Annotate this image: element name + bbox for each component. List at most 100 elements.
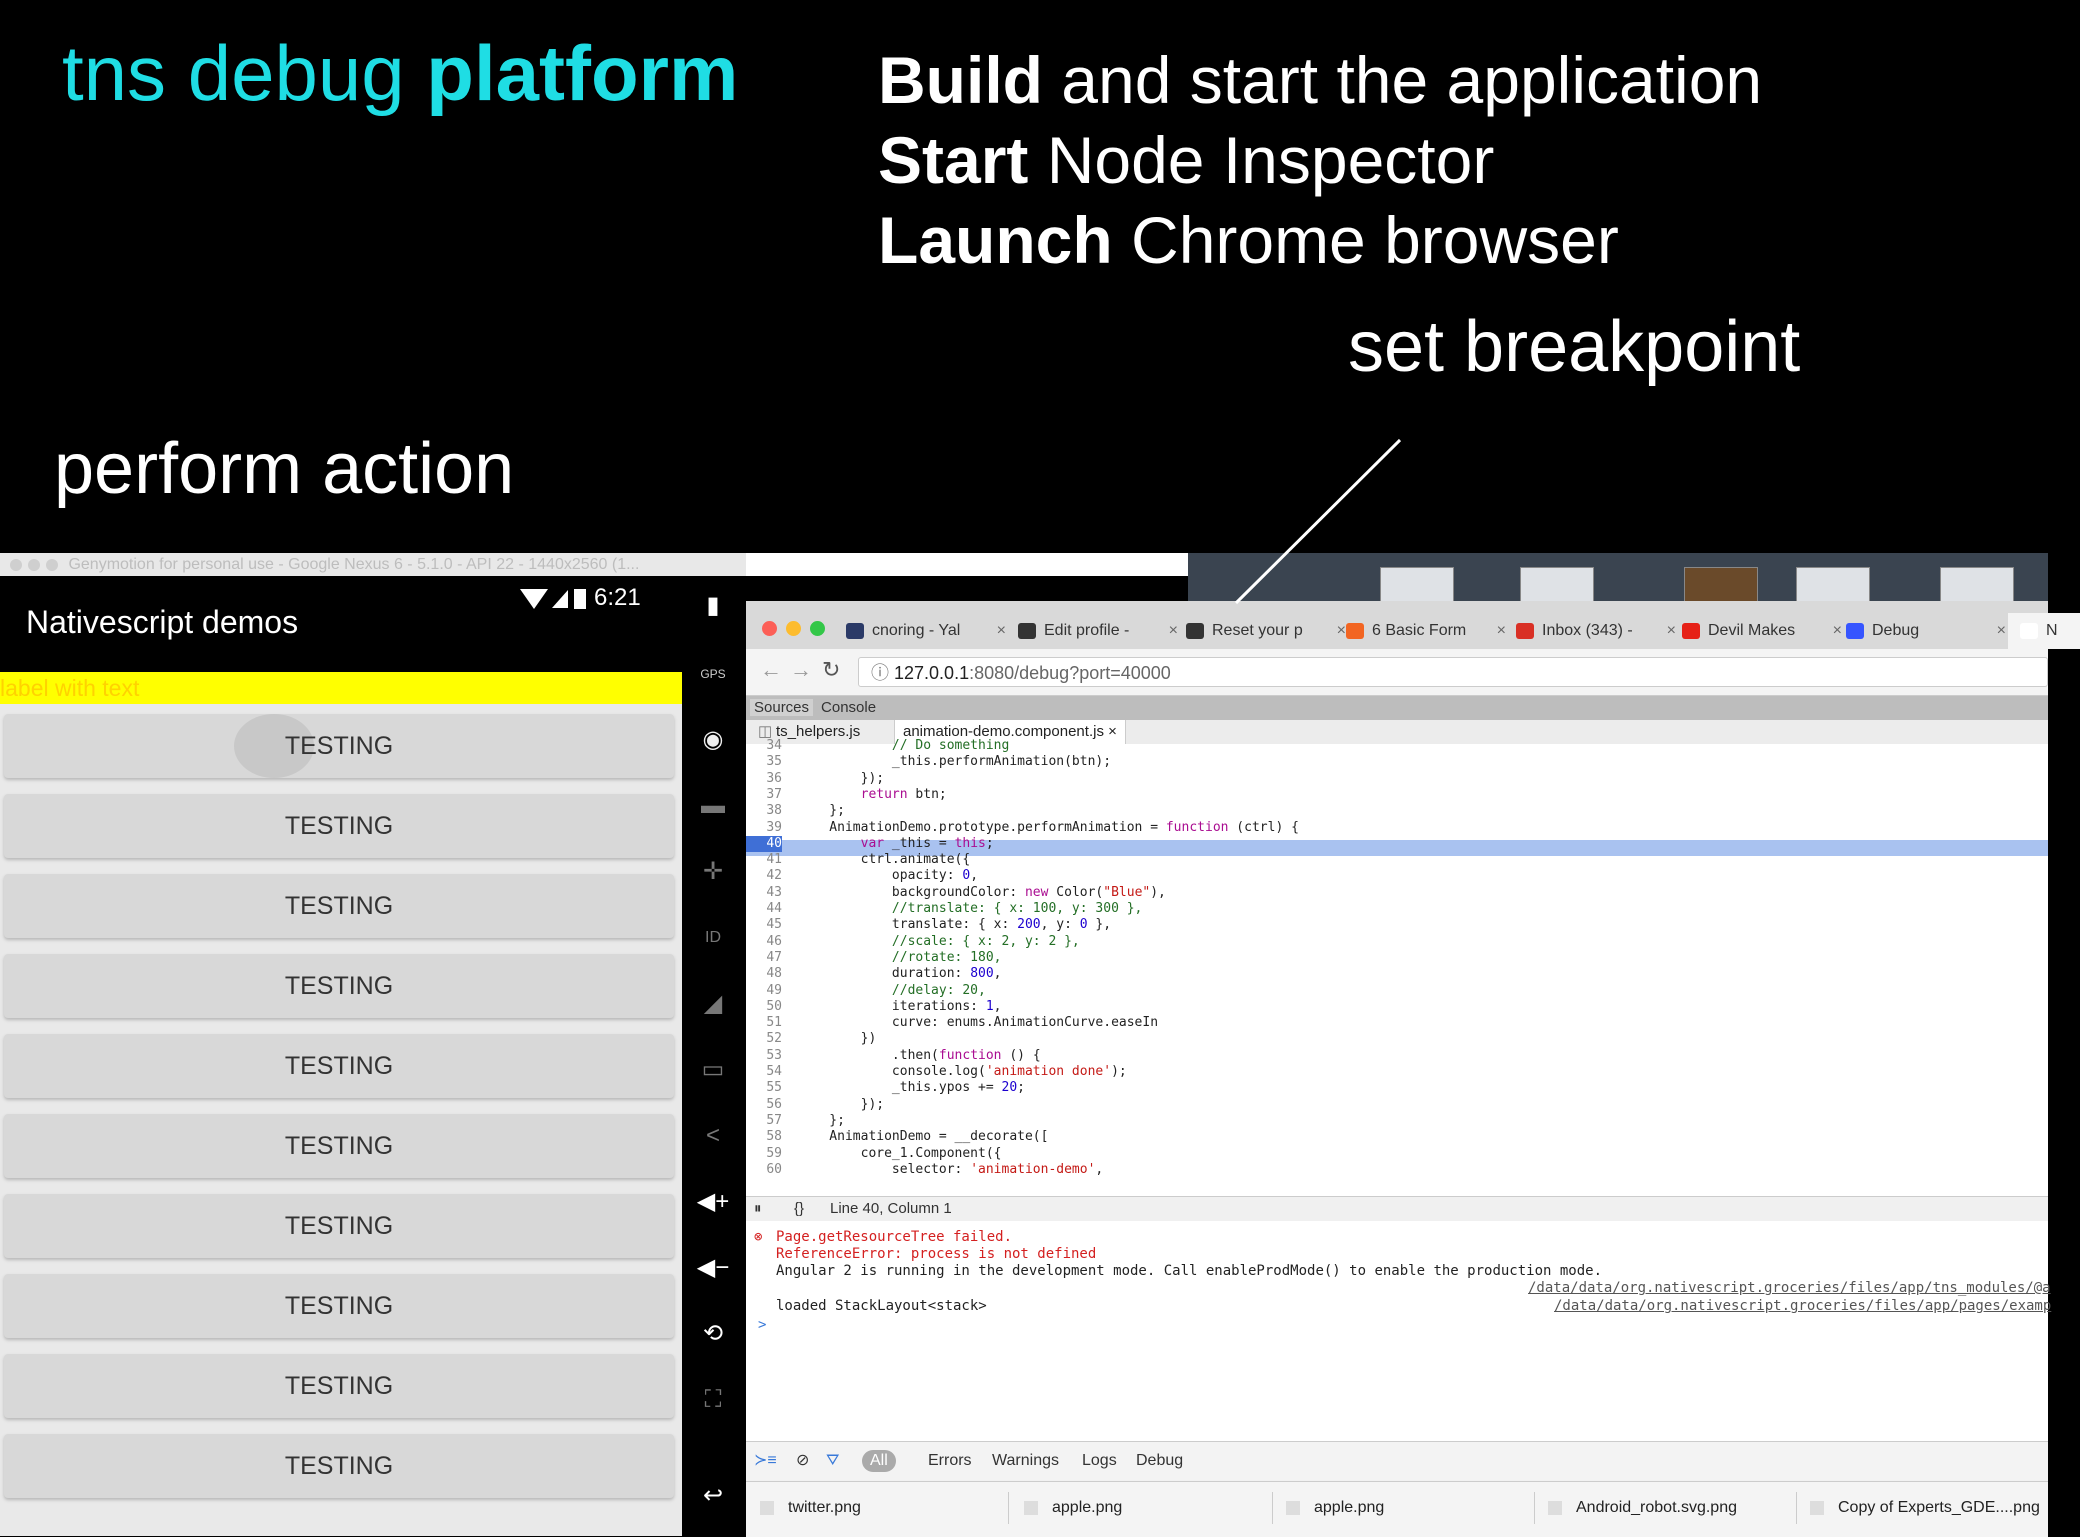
testing-button[interactable]: TESTING — [4, 1114, 674, 1178]
console-source-link[interactable]: /data/data/org.nativescript.groceries/fi… — [1528, 1280, 2051, 1296]
rotate-icon[interactable]: ⟲ — [702, 1320, 724, 1347]
pretty-print-icon[interactable]: {} — [794, 1200, 805, 1217]
battery-icon[interactable]: ▮ — [706, 592, 720, 619]
filter-warnings[interactable]: Warnings — [992, 1452, 1059, 1469]
testing-button[interactable]: TESTING — [4, 874, 674, 938]
genymotion-title-bar[interactable]: Genymotion for personal use - Google Nex… — [0, 553, 746, 576]
line-number[interactable]: 57 — [766, 1112, 782, 1128]
tab-sources[interactable]: Sources — [750, 699, 814, 716]
download-item[interactable]: Copy of Experts_GDE....png — [1796, 1492, 2048, 1524]
console-drawer-icon[interactable]: ≻≡ — [754, 1452, 777, 1469]
line-number[interactable]: 36 — [766, 770, 782, 786]
line-number[interactable]: 60 — [766, 1161, 782, 1177]
sms-icon[interactable]: ▭ — [701, 1056, 725, 1083]
pause-icon[interactable]: ⏸ — [754, 1200, 762, 1217]
line-number[interactable]: 34 — [766, 738, 782, 753]
line-number[interactable]: 49 — [766, 982, 782, 998]
browser-tab[interactable]: N — [2008, 613, 2080, 649]
close-tab-icon[interactable]: × — [1336, 622, 1346, 639]
line-number[interactable]: 45 — [766, 917, 782, 933]
volume-up-icon[interactable]: ◀+ — [696, 1188, 730, 1215]
filter-all[interactable]: All — [862, 1450, 896, 1472]
window-controls[interactable] — [10, 553, 64, 576]
back-arrow-icon[interactable]: ← — [760, 657, 782, 682]
console-prompt[interactable]: > — [758, 1317, 767, 1333]
cast-icon[interactable]: ◢ — [703, 990, 723, 1017]
testing-button[interactable]: TESTING — [4, 1274, 674, 1338]
minimize-window-button[interactable] — [786, 621, 801, 636]
line-number[interactable]: 52 — [766, 1031, 782, 1047]
line-number[interactable]: 44 — [766, 901, 782, 916]
gps-icon[interactable]: GPS — [694, 656, 732, 692]
line-number[interactable]: 43 — [766, 884, 782, 900]
close-tab-icon[interactable]: × — [1832, 622, 1842, 639]
close-window-button[interactable] — [762, 621, 777, 636]
testing-button[interactable]: TESTING — [4, 714, 674, 778]
line-number[interactable]: 55 — [766, 1080, 782, 1096]
line-number[interactable]: 51 — [766, 1015, 782, 1031]
url-field[interactable]: ⓘ 127.0.0.1:8080/debug?port=40000 — [858, 657, 2048, 687]
line-number[interactable]: 40 — [746, 835, 782, 853]
dpad-icon[interactable]: ✛ — [702, 858, 724, 885]
line-number[interactable]: 56 — [766, 1096, 782, 1112]
browser-tab[interactable]: cnoring - Yal× — [846, 613, 1014, 649]
close-tab-icon[interactable]: × — [1168, 622, 1178, 639]
navigator-toggle-icon[interactable]: ◫ — [758, 723, 773, 740]
window-thumbnail[interactable] — [1684, 567, 1758, 603]
back-icon[interactable]: ↩ — [702, 1482, 724, 1509]
share-icon[interactable]: < — [705, 1122, 720, 1149]
download-item[interactable]: Android_robot.svg.png — [1534, 1492, 1797, 1524]
testing-button[interactable]: TESTING — [4, 954, 674, 1018]
file-tab-ts-helpers[interactable]: ts_helpers.js — [776, 723, 861, 740]
tab-console[interactable]: Console — [821, 699, 877, 716]
line-number[interactable]: 59 — [766, 1145, 782, 1161]
line-number[interactable]: 50 — [766, 998, 782, 1014]
browser-tab[interactable]: 6 Basic Form× — [1346, 613, 1514, 649]
console-panel[interactable]: ⊗ Page.getResourceTree failed. Reference… — [746, 1221, 2052, 1441]
line-number[interactable]: 47 — [766, 949, 782, 965]
filter-errors[interactable]: Errors — [928, 1452, 972, 1469]
close-tab-icon[interactable]: × — [1996, 622, 2006, 639]
line-number[interactable]: 38 — [766, 803, 782, 819]
line-number[interactable]: 35 — [766, 754, 782, 770]
window-thumbnail[interactable] — [1380, 567, 1454, 603]
window-thumbnail[interactable] — [1796, 567, 1870, 603]
browser-tab[interactable]: Debug× — [1846, 613, 2014, 649]
testing-button[interactable]: TESTING — [4, 1034, 674, 1098]
testing-button[interactable]: TESTING — [4, 1434, 674, 1498]
filter-logs[interactable]: Logs — [1082, 1452, 1117, 1469]
line-number[interactable]: 46 — [766, 933, 782, 949]
close-tab-icon[interactable]: × — [996, 622, 1006, 639]
window-thumbnail[interactable] — [1520, 567, 1594, 603]
line-number[interactable]: 53 — [766, 1047, 782, 1063]
browser-tab[interactable]: Inbox (343) -× — [1516, 613, 1684, 649]
download-item[interactable]: twitter.png — [746, 1492, 1009, 1524]
browser-tab[interactable]: Devil Makes× — [1682, 613, 1850, 649]
close-tab-icon[interactable]: × — [1666, 622, 1676, 639]
filter-icon[interactable]: ⛛ — [826, 1452, 840, 1469]
line-number[interactable]: 41 — [766, 852, 782, 868]
console-source-link[interactable]: /data/data/org.nativescript.groceries/fi… — [1554, 1298, 2052, 1314]
browser-tab[interactable]: Reset your p× — [1186, 613, 1354, 649]
filter-debug[interactable]: Debug — [1136, 1452, 1184, 1469]
testing-button[interactable]: TESTING — [4, 1354, 674, 1418]
maximize-window-button[interactable] — [810, 621, 825, 636]
line-number[interactable]: 54 — [766, 1064, 782, 1079]
line-number[interactable]: 39 — [766, 819, 782, 835]
line-number[interactable]: 37 — [766, 786, 782, 802]
clear-console-icon[interactable]: ⊘ — [796, 1452, 810, 1469]
line-number[interactable]: 48 — [766, 966, 782, 982]
line-number[interactable]: 58 — [766, 1129, 782, 1145]
testing-button[interactable]: TESTING — [4, 1194, 674, 1258]
line-number[interactable]: 42 — [766, 868, 782, 884]
file-tab-animation-demo[interactable]: animation-demo.component.js × — [894, 720, 1126, 744]
scale-icon[interactable]: ⛶ — [704, 1386, 722, 1413]
camera-icon[interactable]: ◉ — [702, 726, 724, 753]
clapper-icon[interactable]: ▬ — [701, 792, 725, 819]
id-icon[interactable]: ID — [705, 929, 721, 946]
reload-icon[interactable]: ↻ — [822, 657, 841, 682]
download-item[interactable]: apple.png — [1272, 1492, 1535, 1524]
window-thumbnail[interactable] — [1940, 567, 2014, 603]
forward-arrow-icon[interactable]: → — [790, 657, 812, 682]
testing-button[interactable]: TESTING — [4, 794, 674, 858]
